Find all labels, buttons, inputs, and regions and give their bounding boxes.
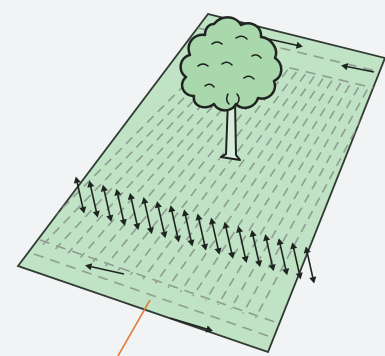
pointer-line — [118, 300, 150, 356]
arrow-shaft — [306, 249, 313, 280]
arrow-head-up — [74, 176, 81, 183]
arrow-head-down — [309, 276, 316, 283]
double-headed-arrow-icon — [304, 246, 317, 283]
